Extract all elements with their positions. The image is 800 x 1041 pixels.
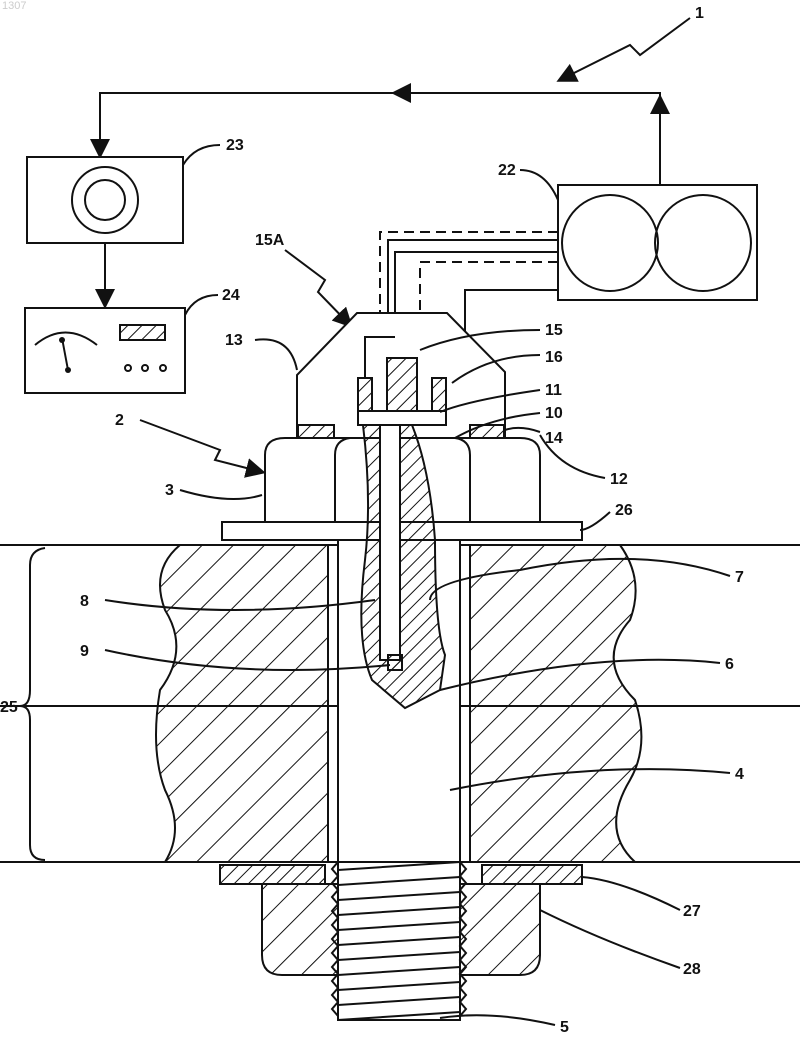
washer-27-right: [482, 865, 582, 884]
label-24: 24: [222, 287, 240, 304]
label-16: 16: [545, 349, 563, 366]
label-23: 23: [226, 137, 244, 154]
label-11: 11: [545, 382, 562, 399]
label-27: 27: [683, 903, 701, 920]
clamped-part-right: [470, 545, 641, 862]
label-14: 14: [545, 430, 563, 447]
label-7: 7: [735, 569, 744, 586]
display-unit-23: [27, 145, 220, 243]
label-13: 13: [225, 332, 243, 349]
label-22: 22: [498, 162, 516, 179]
label-8: 8: [80, 593, 89, 610]
label-28: 28: [683, 961, 701, 978]
label-10: 10: [545, 405, 563, 422]
label-12: 12: [610, 471, 628, 488]
label-26: 26: [615, 502, 633, 519]
clamped-part-left: [156, 545, 328, 862]
signal-loop: [100, 18, 690, 185]
label-3: 3: [165, 482, 174, 499]
control-unit-22: [520, 170, 757, 300]
label-2: 2: [115, 412, 124, 429]
label-6: 6: [725, 656, 734, 673]
label-25: 25: [0, 699, 18, 716]
label-9: 9: [80, 643, 89, 660]
label-4: 4: [735, 766, 744, 783]
label-15a: 15A: [255, 232, 285, 249]
washer-27-left: [220, 865, 325, 884]
label-15: 15: [545, 322, 563, 339]
meter-unit-24: [25, 295, 218, 393]
bolt-threads-5: [332, 862, 466, 1020]
label-5: 5: [560, 1019, 569, 1036]
label-1: 1: [695, 5, 704, 22]
